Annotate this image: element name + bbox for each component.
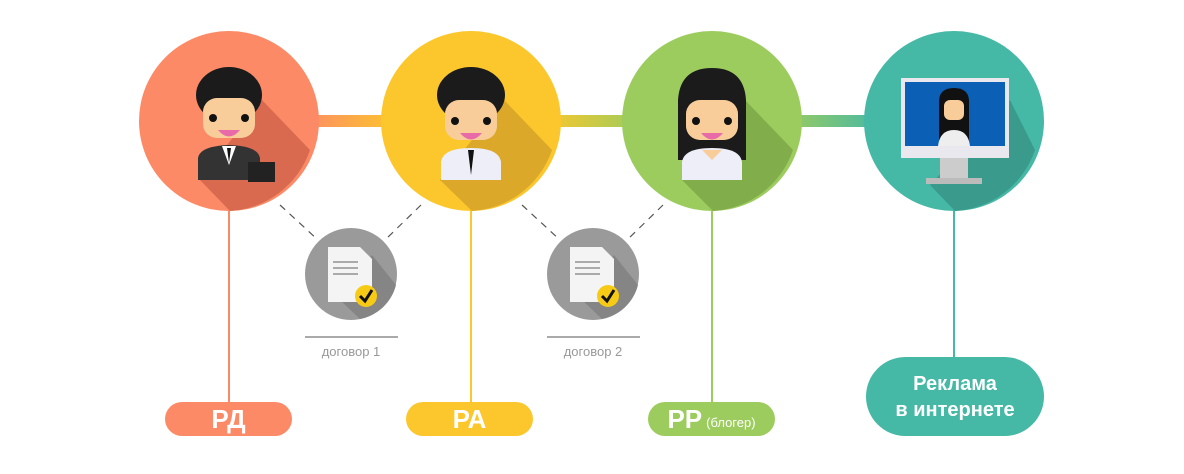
dashed-links — [279, 204, 664, 241]
monitor-icon — [864, 31, 1044, 211]
office-worker-icon — [381, 31, 561, 211]
connector-2 — [542, 115, 642, 127]
businessman-icon — [139, 31, 319, 211]
contract-1-label: договор 1 — [321, 344, 381, 359]
connector-3 — [783, 115, 883, 127]
blogger-woman-icon — [622, 31, 802, 211]
connector-1 — [300, 115, 400, 127]
node-ra-label: РА — [452, 403, 487, 434]
node-rd-pill: РД — [165, 402, 292, 436]
node-ra-pill: РА — [406, 402, 533, 436]
node-ad-pill: Реклама в интернете — [866, 357, 1044, 436]
node-ad-line2: в интернете — [895, 398, 1015, 421]
node-rr-label: РР — [667, 403, 703, 434]
contract-document-icon — [547, 228, 640, 338]
node-rd-label: РД — [211, 403, 246, 434]
node-rr-pill: РР (блогер) — [648, 402, 775, 436]
node-ad-line1: Реклама — [913, 372, 997, 395]
node-rr-sublabel: (блогер) — [706, 414, 756, 430]
contract-document-icon — [305, 228, 398, 338]
contract-2-label: договор 2 — [563, 344, 623, 359]
